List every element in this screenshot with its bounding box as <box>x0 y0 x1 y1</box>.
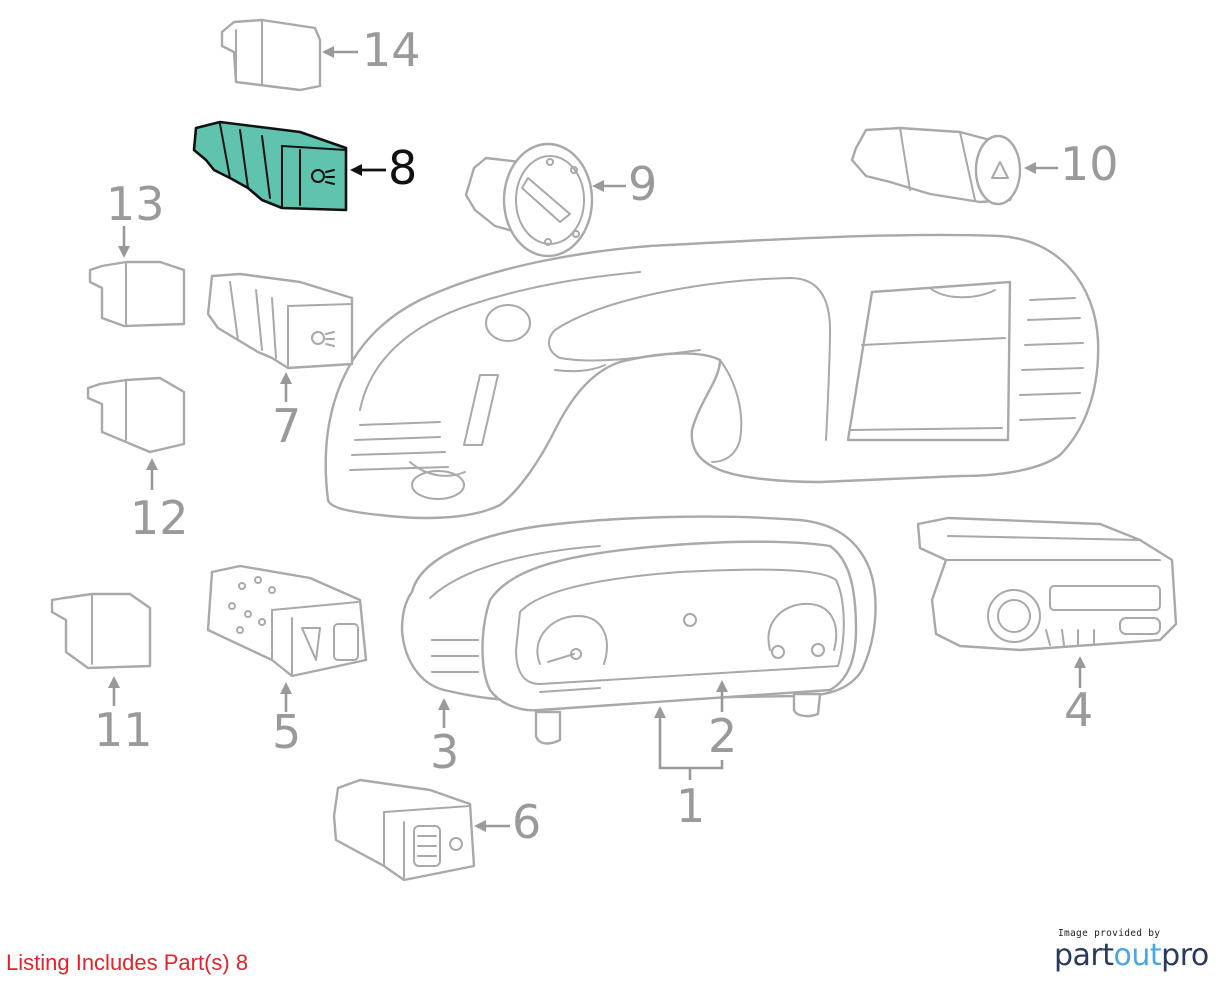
callout-10: 10 <box>1060 137 1119 191</box>
part-10-hazard-switch <box>850 126 1022 206</box>
part-9-headlight-switch <box>464 142 594 258</box>
callout-8: 8 <box>388 141 417 195</box>
part-12-switch <box>86 376 186 454</box>
part-6-switch <box>332 778 476 882</box>
logo-part-text: part <box>1054 938 1114 973</box>
callout-12: 12 <box>130 491 189 545</box>
callout-3: 3 <box>430 725 459 779</box>
callout-9: 9 <box>628 157 657 211</box>
dashboard-panel <box>324 233 1100 520</box>
provider-caption: Image provided by <box>1058 928 1161 939</box>
part-13-switch <box>88 260 186 328</box>
logo-pro-text: pro <box>1161 938 1209 973</box>
callout-7: 7 <box>272 399 301 453</box>
part-5-switch <box>206 564 368 678</box>
provider-attribution: Image provided by partoutpro <box>1054 928 1214 973</box>
part-4-climate-control <box>916 516 1178 652</box>
part-14-switch <box>220 18 322 92</box>
logo-out-text: out <box>1113 938 1162 973</box>
callout-2: 2 <box>708 709 737 763</box>
part-8-switch-highlighted <box>192 120 348 212</box>
callout-13: 13 <box>106 177 165 231</box>
callout-14: 14 <box>362 23 421 77</box>
part-11-switch <box>50 592 152 670</box>
partoutpro-logo: partoutpro <box>1054 939 1214 973</box>
listing-includes-note: Listing Includes Part(s) 8 <box>6 950 249 975</box>
callout-5: 5 <box>272 705 301 759</box>
callout-4: 4 <box>1064 683 1093 737</box>
part-2-instrument-cluster <box>481 540 858 745</box>
callout-6: 6 <box>512 795 541 849</box>
callout-1: 1 <box>676 779 705 833</box>
callout-11: 11 <box>94 703 153 757</box>
part-7-switch <box>206 272 354 370</box>
